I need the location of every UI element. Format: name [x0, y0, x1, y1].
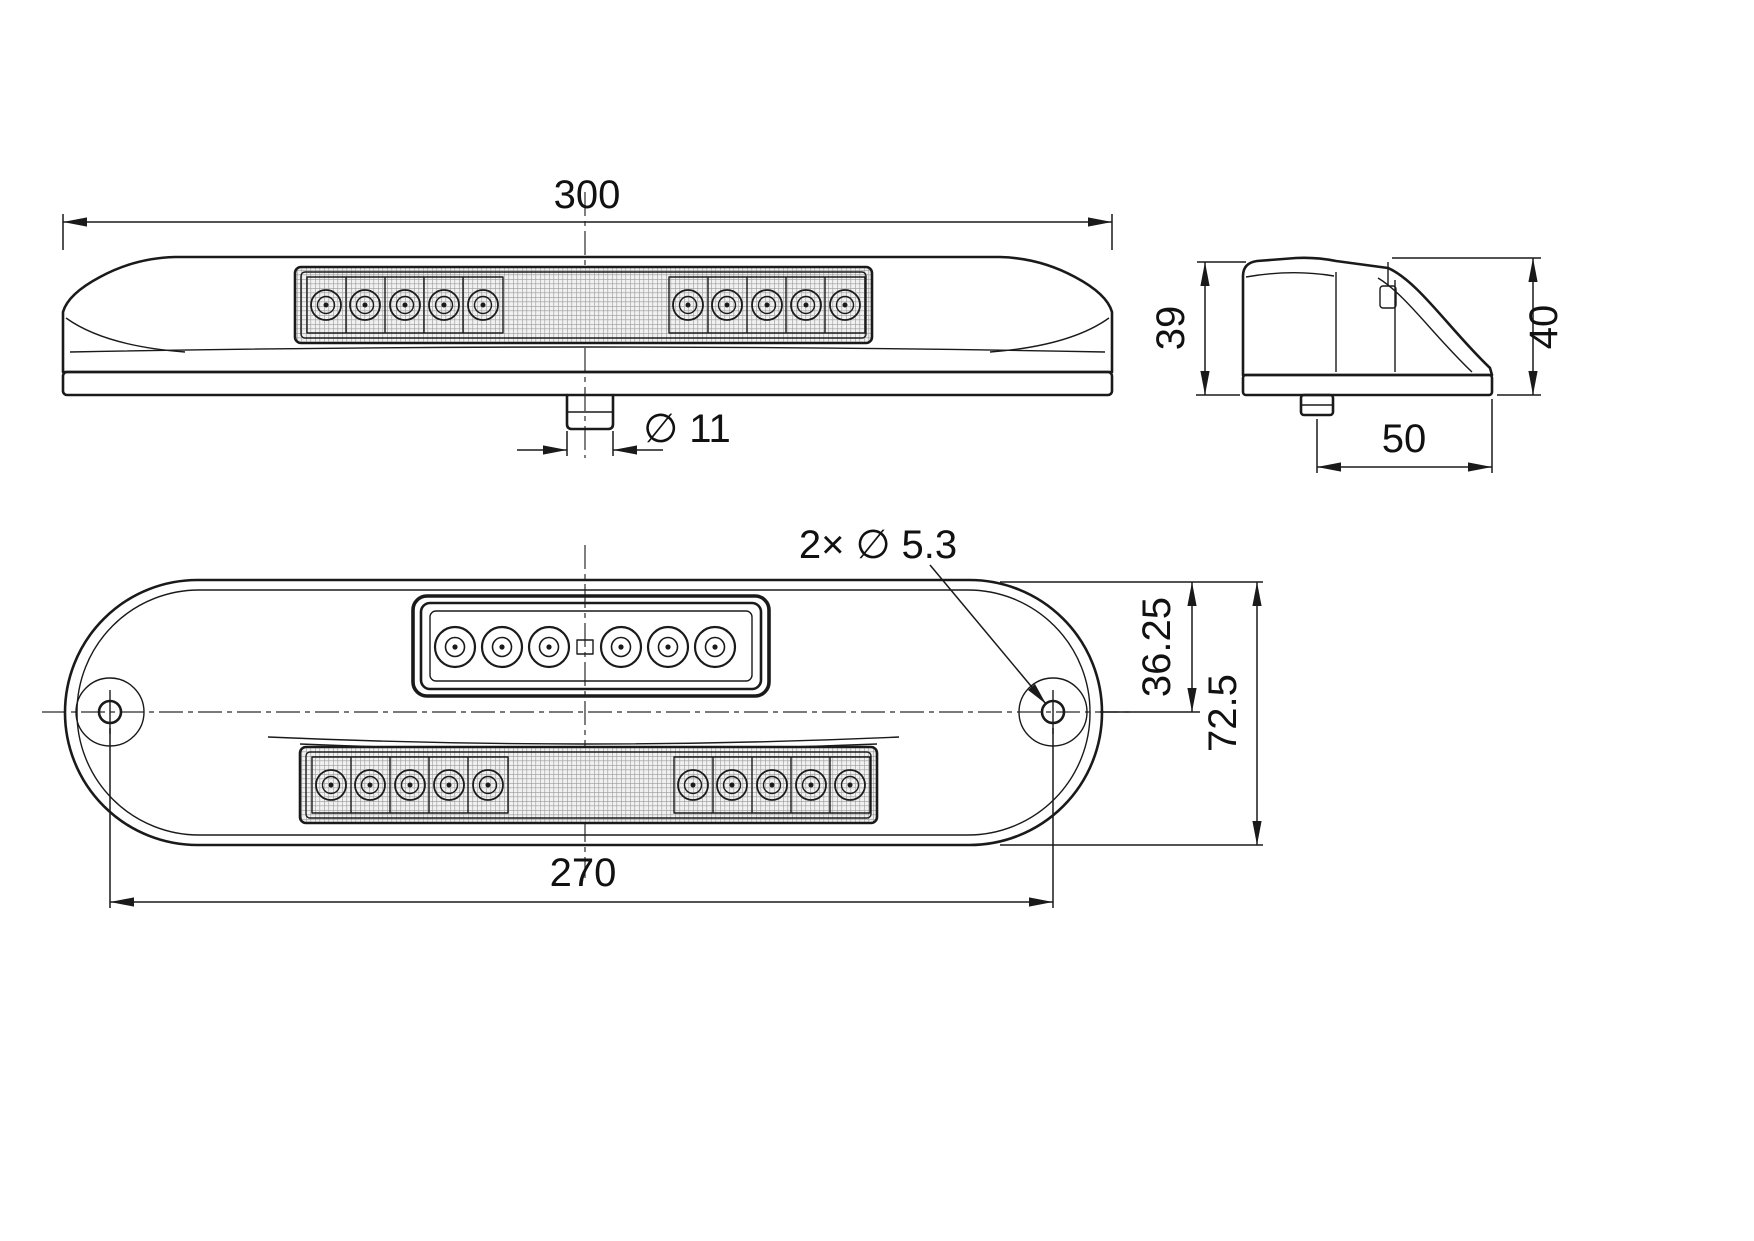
side-view: 39 40 50: [1149, 256, 1566, 473]
side-base-plate: [1241, 373, 1494, 397]
dim-label-height-left: 39: [1149, 306, 1193, 351]
dimension-72-5: 72.5: [1000, 582, 1263, 846]
dimension-270: 270: [109, 728, 1054, 908]
front-led-cluster-right: [668, 276, 866, 334]
dimension-stud-diameter: ∅ 11: [517, 407, 731, 456]
front-lens-seam: [69, 346, 1106, 353]
holes-leader-line: [929, 564, 1047, 705]
dimension-50: 50: [1316, 399, 1493, 473]
plan-view: 2× ∅ 5.3 36.25 72.5 270: [42, 523, 1263, 908]
dim-label-overall-width: 300: [554, 173, 621, 217]
plan-led-cluster-left: [311, 756, 509, 814]
side-slot: [1335, 272, 1396, 372]
front-led-cluster-left: [306, 276, 504, 334]
plan-lens-curve-1: [267, 736, 900, 745]
front-led-strip: [293, 265, 874, 345]
dimension-300: 300: [62, 173, 1113, 250]
dimension-39: 39: [1149, 261, 1246, 396]
plan-body-inner-line: [76, 589, 1091, 836]
side-top-seam: [1245, 272, 1335, 278]
dim-label-stud-diameter: ∅ 11: [643, 407, 730, 451]
dimension-holes-note: 2× ∅ 5.3: [799, 523, 1047, 705]
front-stud: [565, 393, 615, 431]
dim-label-hole-to-edge: 36.25: [1135, 597, 1179, 697]
dim-label-overall-height: 72.5: [1201, 674, 1245, 752]
front-view: 300 ∅ 11: [61, 173, 1114, 458]
front-body-outline: [61, 255, 1114, 374]
front-led-strip-inner: [300, 271, 867, 339]
side-inner-sweep: [1377, 277, 1473, 373]
plan-window-connector: [576, 639, 594, 655]
dim-label-height-right: 40: [1522, 305, 1566, 350]
dim-label-holes-note: 2× ∅ 5.3: [799, 523, 957, 567]
dim-label-depth: 50: [1382, 417, 1427, 461]
front-lens-seam-left: [65, 317, 186, 353]
front-base-plate: [61, 370, 1114, 397]
plan-led-strip: [298, 745, 879, 825]
plan-led-cluster-right: [673, 756, 871, 814]
dimension-36-25: 36.25: [1000, 581, 1263, 713]
plan-led-window: [411, 594, 771, 698]
front-lens-seam-right: [989, 317, 1110, 353]
side-body-outline: [1241, 256, 1494, 377]
dimension-40: 40: [1392, 257, 1566, 396]
dim-label-hole-spacing: 270: [550, 851, 617, 895]
